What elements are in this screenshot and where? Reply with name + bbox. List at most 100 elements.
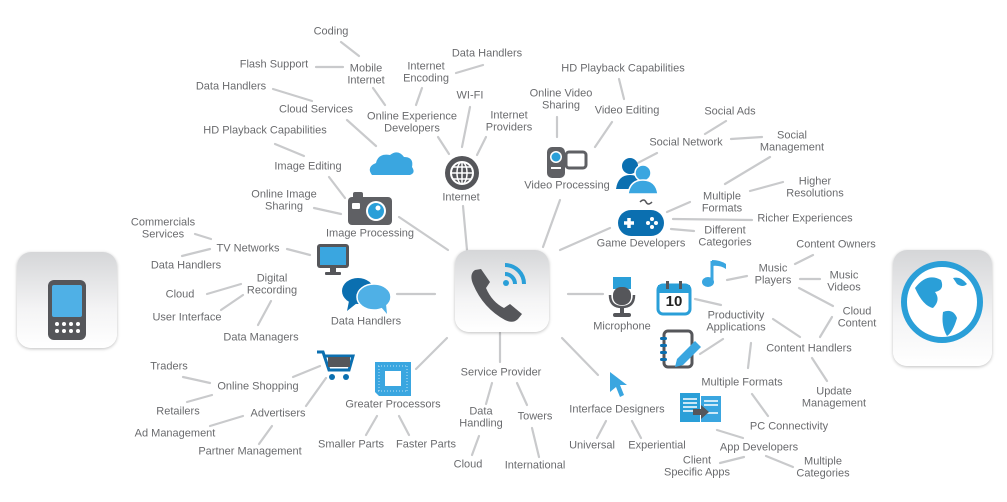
label-app-developers: App Developers (719, 441, 799, 454)
connector (771, 317, 802, 339)
connector (371, 86, 387, 107)
label-user-interface: User Interface (152, 311, 222, 324)
connector (530, 426, 541, 459)
label-data-handlers: Data Handlers (150, 259, 222, 272)
label-data-handlers: Data Handlers (195, 80, 267, 93)
label-hd-playback: HD Playback Capabilities (203, 124, 327, 137)
connector (750, 392, 770, 418)
document-transfer-icon (680, 393, 721, 422)
label-cloud-services: Cloud Services (279, 103, 353, 116)
label-video-processing: Video Processing (524, 179, 610, 192)
label-partner-management: Partner Management (198, 445, 302, 458)
connector (748, 180, 785, 193)
label-advertisers: Advertisers (250, 407, 306, 420)
label-multiple-formats: Multiple Formats (701, 190, 743, 214)
connector (436, 135, 451, 156)
label-hd-playback: HD Playback Capabilities (561, 62, 685, 75)
label-music-videos: Music Videos (827, 269, 861, 293)
connector (746, 341, 753, 370)
label-higher-resolutions: Higher Resolutions (786, 175, 844, 199)
connector (818, 315, 834, 339)
globe-hub (893, 250, 992, 366)
monitor-icon (317, 244, 349, 275)
label-internet-encoding: Internet Encoding (403, 60, 449, 84)
label-online-experience-developers: Online Experience Developers (367, 110, 457, 134)
connector (193, 232, 213, 241)
label-data-handlers: Data Handlers (330, 315, 402, 328)
connector (729, 135, 764, 141)
connector (414, 336, 449, 371)
connector (271, 87, 314, 103)
label-productivity-applications: Productivity Applications (706, 309, 766, 333)
label-experiential: Experiential (628, 439, 686, 452)
people-icon (616, 158, 658, 195)
label-internet-providers: Internet Providers (485, 109, 533, 133)
connector (181, 375, 212, 385)
connector (723, 155, 772, 186)
connector (364, 414, 379, 437)
connector (793, 253, 815, 266)
label-service-provider: Service Provider (460, 366, 542, 379)
connector (560, 336, 600, 377)
connector (327, 175, 347, 200)
label-social-ads: Social Ads (704, 105, 756, 118)
connector (515, 381, 529, 407)
label-cloud-content: Cloud Content (837, 305, 877, 329)
connector (414, 86, 424, 107)
connector (470, 434, 481, 457)
label-music-players: Music Players (754, 262, 792, 286)
connector (558, 226, 612, 252)
label-social-network: Social Network (649, 136, 723, 149)
connector (180, 247, 212, 258)
connector (715, 428, 745, 440)
label-microphone: Microphone (593, 320, 651, 333)
internet-globe-icon (445, 156, 479, 190)
connector (671, 217, 754, 222)
connector (703, 119, 728, 136)
label-commercials-services: Commercials Services (130, 216, 196, 240)
chat-bubbles-icon (342, 278, 392, 314)
mobile-device-icon (48, 280, 86, 340)
label-greater-processors: Greater Processors (345, 398, 441, 411)
label-cloud: Cloud (165, 288, 195, 301)
label-online-image-sharing: Online Image Sharing (251, 188, 317, 212)
connector (617, 77, 626, 101)
connector (693, 297, 723, 307)
globe-icon (901, 261, 983, 343)
mobile-device-hub (17, 252, 117, 348)
label-retailers: Retailers (156, 405, 200, 418)
label-towers: Towers (517, 410, 553, 423)
label-content-handlers: Content Handlers (766, 342, 852, 355)
label-client-specific-apps: Client Specific Apps (663, 454, 731, 478)
notepad-pencil-icon (660, 329, 701, 369)
connector (698, 337, 725, 356)
label-digital-recording: Digital Recording (246, 272, 298, 296)
label-content-owners: Content Owners (796, 238, 876, 251)
label-mobile-internet: Mobile Internet (347, 62, 385, 86)
connector (541, 198, 562, 249)
connector (273, 142, 306, 158)
connector (454, 63, 485, 75)
label-game-developers: Game Developers (596, 237, 686, 250)
connector (397, 414, 411, 437)
label-data-managers: Data Managers (223, 331, 299, 344)
phone-signal-icon (471, 263, 526, 322)
connector (185, 393, 214, 404)
connector (595, 419, 608, 440)
label-wifi: WI-FI (456, 89, 484, 102)
connector (312, 206, 343, 216)
label-international: International (504, 459, 566, 472)
label-tv-networks: TV Networks (216, 242, 280, 255)
label-richer-experiences: Richer Experiences (757, 212, 853, 225)
label-data-handling: Data Handling (459, 405, 503, 429)
connector (257, 424, 274, 446)
connector (291, 364, 322, 379)
game-controller-icon (618, 199, 664, 236)
label-smaller-parts: Smaller Parts (317, 438, 385, 451)
label-data-handlers: Data Handlers (451, 47, 523, 60)
label-universal: Universal (569, 439, 615, 452)
processor-chip-icon (375, 362, 411, 396)
connector (285, 247, 312, 257)
phone-hub (455, 250, 549, 332)
